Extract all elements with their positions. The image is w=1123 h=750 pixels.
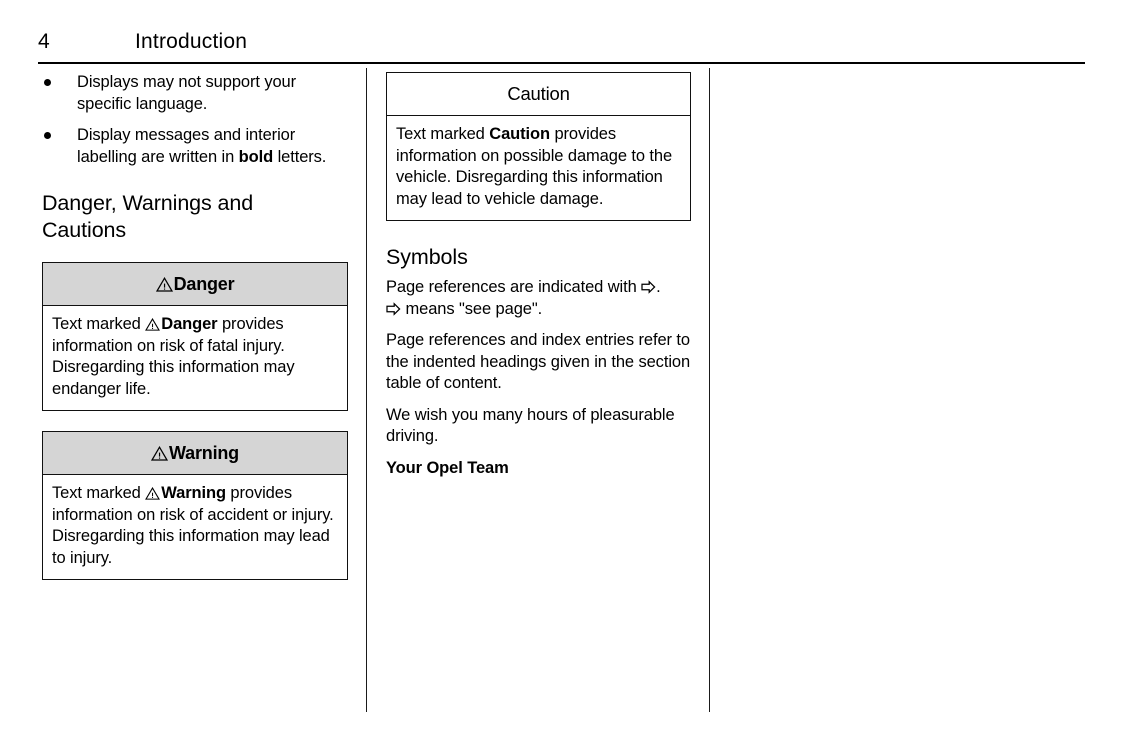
callout-header-danger: Danger: [43, 263, 347, 306]
list-item-text-prefix: Display messages and interior labelling …: [77, 126, 296, 166]
callout-body-caution: Text marked Caution provides information…: [387, 116, 690, 220]
bullet-dot-icon: [44, 132, 51, 139]
page-reference-arrow-icon: [641, 280, 656, 294]
middle-column: Caution Text marked Caution provides inf…: [386, 72, 691, 479]
callout-body-warning-bold: Warning: [161, 484, 226, 502]
paragraph-closing-wish: We wish you many hours of pleasurable dr…: [386, 405, 675, 446]
section-heading-symbols: Symbols: [386, 245, 468, 269]
callout-body-danger-prefix: Text marked: [52, 315, 146, 333]
paragraph-signature: Your Opel Team: [386, 458, 509, 477]
list-item-text-suffix: letters.: [273, 147, 327, 166]
column-divider-1: [366, 68, 367, 712]
header-rule-divider: [38, 62, 1085, 64]
callout-body-warning-prefix: Text marked: [52, 484, 146, 502]
page-reference-arrow-icon: [386, 301, 401, 316]
warning-triangle-icon: [145, 317, 161, 331]
list-item: Displays may not support your specific l…: [42, 72, 348, 115]
warning-triangle-icon: [151, 446, 169, 461]
callout-box-danger: Danger Text marked Danger provides infor…: [42, 262, 348, 411]
paragraph-page-reference: Page references are indicated with . mea…: [386, 277, 691, 320]
section-heading-danger-warnings-cautions: Danger, Warnings and Cautions: [42, 191, 254, 242]
page-reference-text-part1: Page references are indicated with: [386, 278, 642, 296]
callout-body-danger-bold: Danger: [161, 315, 218, 333]
page-reference-text-part3: means "see page".: [401, 299, 543, 318]
callout-body-warning-suffix: provides information on risk of accident…: [52, 484, 334, 567]
callout-body-warning: Text marked Warning provides information…: [43, 475, 347, 579]
callout-header-caution: Caution: [387, 73, 690, 116]
callout-body-caution-bold: Caution: [489, 125, 550, 143]
page-title: Introduction: [135, 30, 248, 53]
callout-body-danger: Text marked Danger provides information …: [43, 306, 347, 410]
callout-header-warning-label: Warning: [169, 443, 239, 463]
paragraph-index-entries: Page references and index entries refer …: [386, 331, 691, 392]
list-item: Display messages and interior labelling …: [42, 125, 348, 168]
callout-body-caution-prefix: Text marked: [396, 125, 490, 143]
callout-body-danger-suffix: provides information on risk of fatal in…: [52, 315, 295, 398]
callout-header-warning: Warning: [43, 432, 347, 475]
page-header: 4 Introduction: [38, 28, 1085, 62]
warning-triangle-icon: [155, 277, 173, 292]
callout-box-warning: Warning Text marked Warning provides inf…: [42, 431, 348, 580]
column-divider-2: [709, 68, 710, 712]
callout-header-danger-label: Danger: [173, 274, 235, 294]
intro-bullet-list: Displays may not support your specific l…: [42, 72, 348, 168]
left-column: Displays may not support your specific l…: [42, 72, 348, 580]
symbols-section: Symbols Page references are indicated wi…: [386, 244, 691, 479]
callout-header-caution-label: Caution: [507, 83, 570, 104]
list-item-text: Displays may not support your specific l…: [77, 73, 297, 113]
callout-body-caution-suffix: provides information on possible damage …: [396, 125, 673, 208]
bullet-dot-icon: [44, 79, 51, 86]
list-item-text-bold: bold: [238, 147, 274, 166]
warning-triangle-icon: [145, 486, 161, 500]
page-number: 4: [38, 30, 50, 53]
callout-box-caution: Caution Text marked Caution provides inf…: [386, 72, 691, 221]
page-reference-text-part2: .: [656, 278, 661, 296]
